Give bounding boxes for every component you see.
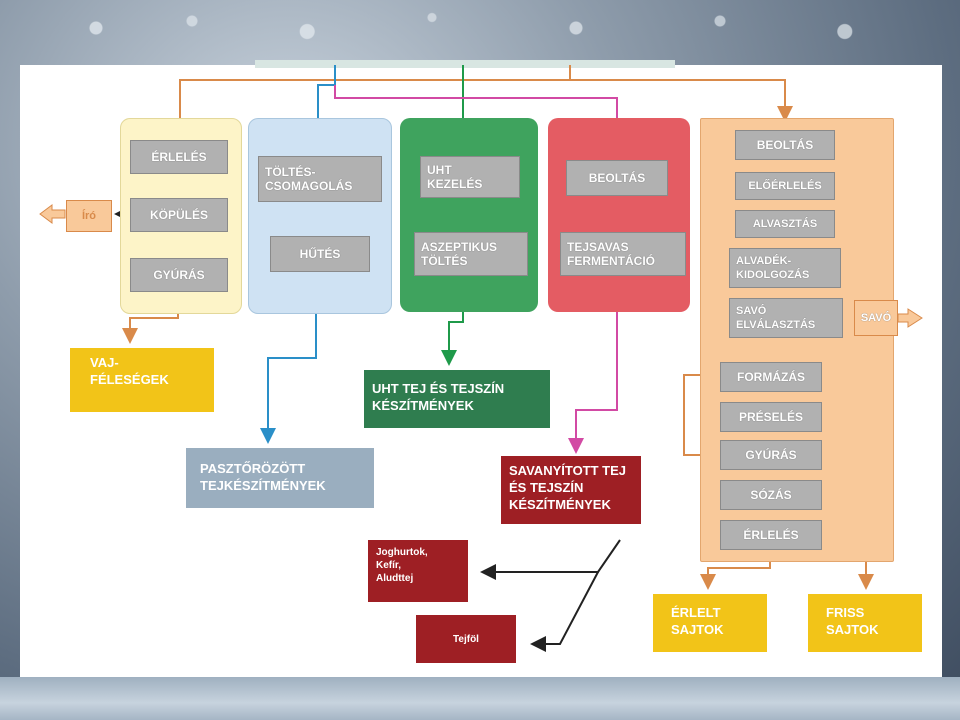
cheese-step-alvadek: ALVADÉK- KIDOLGOZÁS (729, 248, 841, 288)
cheese-step-savo-elv: SAVÓ ELVÁLASZTÁS (729, 298, 843, 338)
uht-step-aszeptikus: ASZEPTIKUS TÖLTÉS (414, 232, 528, 276)
pasteurized-output: PASZTŐRÖZÖTT TEJKÉSZÍTMÉNYEK (186, 448, 374, 508)
sour-step-beoltas: BEOLTÁS (566, 160, 668, 196)
butter-output: VAJ- FÉLESÉGEK (70, 348, 214, 412)
cheese-step-formazas: FORMÁZÁS (720, 362, 822, 392)
sour-step-fermentacio: TEJSAVAS FERMENTÁCIÓ (560, 232, 686, 276)
product-tejfol: Tejföl (416, 615, 516, 663)
source-box (255, 60, 675, 68)
cheese-step-sozas: SÓZÁS (720, 480, 822, 510)
background-bottom (0, 677, 960, 720)
sour-output: SAVANYÍTOTT TEJ ÉS TEJSZÍN KÉSZÍTMÉNYEK (501, 456, 641, 524)
pasteurized-column (248, 118, 392, 314)
past-step-toltes: TÖLTÉS- CSOMAGOLÁS (258, 156, 382, 202)
uht-column (400, 118, 538, 312)
sour-column (548, 118, 690, 312)
cheese-step-erleles: ÉRLELÉS (720, 520, 822, 550)
buttermilk-label: Író (66, 200, 112, 232)
whey-label: SAVÓ (854, 300, 898, 336)
butter-step-gyuras: GYÚRÁS (130, 258, 228, 292)
cheese-output-erlelt: ÉRLELT SAJTOK (653, 594, 767, 652)
cheese-step-beoltas: BEOLTÁS (735, 130, 835, 160)
butter-step-erleles: ÉRLELÉS (130, 140, 228, 174)
butter-step-kopules: KÖPÜLÉS (130, 198, 228, 232)
cheese-step-alvasztas: ALVASZTÁS (735, 210, 835, 238)
uht-output: UHT TEJ ÉS TEJSZÍN KÉSZÍTMÉNYEK (364, 370, 550, 428)
past-step-hutes: HŰTÉS (270, 236, 370, 272)
product-joghurt: Joghurtok, Kefír, Aludttej (368, 540, 468, 602)
cheese-output-friss: FRISS SAJTOK (808, 594, 922, 652)
cheese-step-gyuras: GYÚRÁS (720, 440, 822, 470)
background-bubbles (0, 0, 960, 70)
uht-step-kezeles: UHT KEZELÉS (420, 156, 520, 198)
cheese-step-preseles: PRÉSELÉS (720, 402, 822, 432)
cheese-step-eloerleles: ELŐÉRLELÉS (735, 172, 835, 200)
